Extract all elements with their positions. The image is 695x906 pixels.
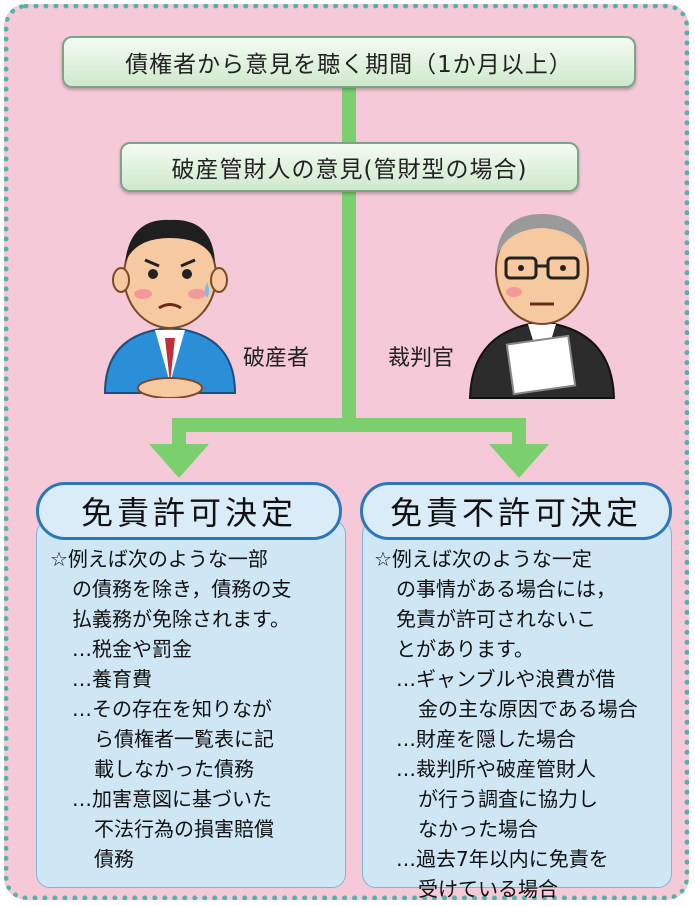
right-line: …ギャンブルや浪費が借 — [396, 667, 616, 691]
left-line: ☆例えば次のような一部 — [50, 547, 268, 571]
discharge-granted-body: ☆例えば次のような一部 の債務を除き，債務の支 払義務が免除されます。 …税金や… — [50, 544, 291, 874]
left-line: …養育費 — [72, 667, 152, 691]
discharge-denied-body: ☆例えば次のような一定 の事情がある場合には， 免責が許可されないこ とがありま… — [374, 544, 638, 904]
left-line: …その存在を知りなが — [72, 697, 272, 721]
left-drop-line — [172, 418, 186, 446]
right-line: …財産を隠した場合 — [396, 727, 576, 751]
right-line: とがあります。 — [396, 637, 534, 661]
discharge-denied-heading: 免責不許可決定 — [360, 482, 672, 540]
right-arrow-head — [489, 444, 549, 478]
left-line: ら債権者一覧表に記 — [94, 727, 274, 751]
right-line: が行う調査に協力し — [418, 787, 598, 811]
discharge-granted-heading: 免責許可決定 — [36, 482, 342, 540]
left-line: の債務を除き，債務の支 — [72, 577, 292, 601]
horizontal-split-line — [172, 418, 526, 432]
right-drop-line — [512, 418, 526, 446]
left-line: 払義務が免除されます。 — [72, 607, 290, 631]
left-line: 債務 — [94, 847, 134, 871]
bankrupt-label: 破産者 — [243, 346, 310, 371]
trustee-opinion-box: 破産管財人の意見(管財型の場合) — [120, 142, 579, 192]
left-line: …加害意図に基づいた — [72, 787, 272, 811]
discharge-granted-panel — [36, 520, 346, 888]
right-line: …過去7年以内に免責を — [396, 847, 609, 871]
left-line: …税金や罰金 — [72, 637, 192, 661]
right-line: 金の主な原因である場合 — [418, 697, 638, 721]
creditor-opinion-period-box: 債権者から意見を聴く期間（1か月以上） — [62, 36, 636, 88]
bankrupt-person-illustration — [103, 219, 237, 398]
main-vertical-line — [342, 78, 356, 428]
right-line: …裁判所や破産管財人 — [396, 757, 596, 781]
left-line: 不法行為の損害賠償 — [94, 817, 274, 841]
creditor-opinion-period-text: 債権者から意見を聴く期間（1か月以上） — [125, 52, 573, 78]
trustee-opinion-text: 破産管財人の意見(管財型の場合) — [171, 157, 528, 183]
right-line: ☆例えば次のような一定 — [374, 547, 592, 571]
left-line: 載しなかった債務 — [94, 757, 254, 781]
left-arrow-head — [149, 444, 209, 478]
right-line: 免責が許可されないこ — [396, 607, 596, 631]
right-line: 受けている場合 — [418, 877, 558, 901]
right-line: の事情がある場合には， — [396, 577, 616, 601]
judge-label: 裁判官 — [388, 346, 455, 371]
right-line: なかった場合 — [418, 817, 538, 841]
discharge-denied-panel — [362, 520, 672, 888]
judge-illustration — [468, 214, 616, 399]
